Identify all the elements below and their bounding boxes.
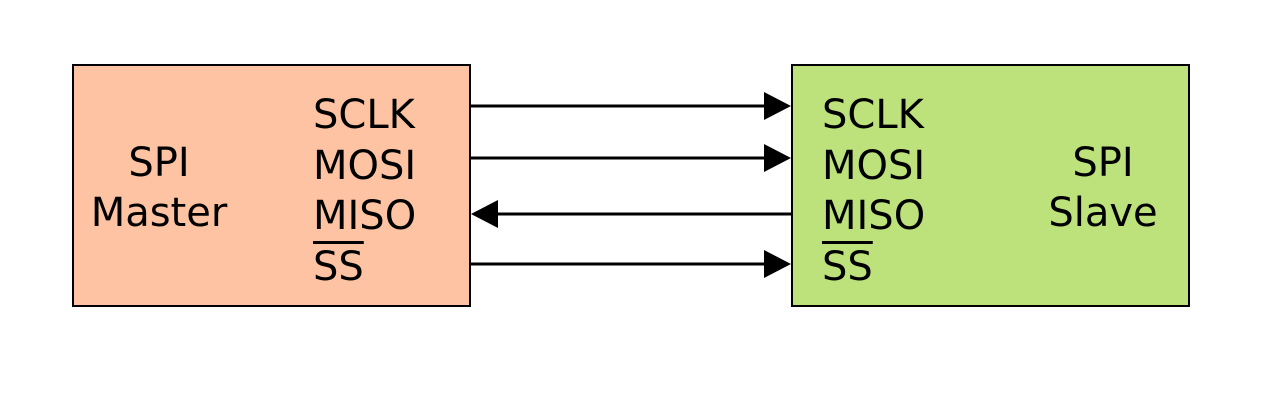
slave-pin-sclk: SCLK	[822, 92, 924, 138]
slave-pin-miso: MISO	[822, 193, 926, 239]
arrow-right-icon	[764, 92, 791, 120]
master-title-line2: Master	[90, 190, 228, 236]
master-pin-sclk: SCLK	[313, 92, 415, 138]
wire-sclk	[471, 92, 791, 120]
arrow-left-icon	[471, 200, 498, 228]
slave-pin-mosi: MOSI	[822, 143, 926, 189]
arrow-right-icon	[764, 144, 791, 172]
slave-title-line1: SPI	[1072, 140, 1134, 186]
master-title: SPI Master	[84, 138, 234, 238]
master-pin-miso: MISO	[313, 193, 417, 239]
slave-title-line2: Slave	[1048, 190, 1158, 236]
slave-pin-ss: SS	[822, 244, 873, 290]
wire-ss	[471, 250, 791, 278]
master-pin-mosi: MOSI	[313, 143, 417, 189]
spi-slave-block: SPI Slave SCLK MOSI MISO SS	[791, 64, 1190, 307]
slave-title: SPI Slave	[1028, 138, 1178, 238]
wire-miso	[471, 200, 791, 228]
wire-mosi	[471, 144, 791, 172]
arrow-right-icon	[764, 250, 791, 278]
spi-master-block: SPI Master SCLK MOSI MISO SS	[72, 64, 471, 307]
master-pin-ss: SS	[313, 244, 364, 290]
master-title-line1: SPI	[128, 140, 190, 186]
